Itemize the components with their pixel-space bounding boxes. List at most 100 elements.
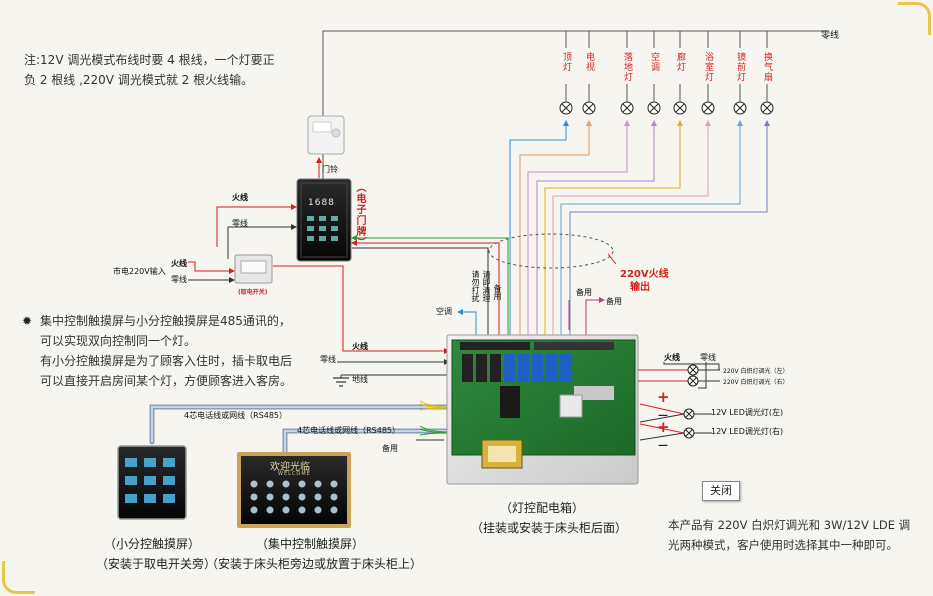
- power-switch-label: (取电开关): [238, 289, 268, 296]
- bulb-output-left: 220V 白炽灯调光（左）: [723, 368, 789, 375]
- load-arrow: [764, 120, 770, 126]
- sync-note-line2: 可以实现双向控制同一个灯。: [40, 334, 197, 348]
- main-panel-key: [330, 506, 338, 514]
- wiring-note-line1: 注:12V 调光模式布线时要 4 根线，一个灯要正: [24, 53, 275, 67]
- main-panel-header: 欢迎光临: [270, 462, 310, 473]
- main-panel-key: [314, 493, 322, 501]
- control-box-place: （挂装或安装于床头柜后面）: [471, 521, 628, 535]
- relay: [546, 354, 557, 382]
- load-wire: [527, 122, 628, 340]
- neutral-switch-label: 零线: [232, 219, 248, 228]
- main-panel-key: [266, 480, 274, 488]
- rs485-label-2: 4芯电话线或网线（RS485）: [297, 426, 400, 435]
- main-panel-key: [298, 493, 306, 501]
- small-panel-key: [125, 476, 137, 485]
- relay: [518, 354, 529, 382]
- main-panel-key: [298, 506, 306, 514]
- mode-note-line1: 本产品有 220V 白炽灯调光和 3W/12V LDE 调: [668, 518, 911, 532]
- relay: [504, 354, 515, 382]
- signal-dnd-label: 请勿打扰: [471, 270, 480, 302]
- neutral-box-label: 零线: [320, 355, 336, 364]
- main-panel-key: [266, 506, 274, 514]
- load-label: 落地灯: [622, 52, 632, 82]
- main-panel-key: [282, 506, 290, 514]
- load-wire: [569, 122, 768, 340]
- lamp-cross: [561, 103, 571, 113]
- main-panel-key: [250, 506, 258, 514]
- live-mains-label: 火线: [171, 259, 187, 268]
- rs485-label-1: 4芯电话线或网线（RS485）: [184, 411, 287, 420]
- frame-corner-bottom-left: [2, 561, 35, 594]
- signal-spare-label: 备用: [493, 284, 502, 300]
- load-arrow: [651, 120, 657, 126]
- small-panel-key: [144, 458, 156, 467]
- minus-sign-1: —: [658, 410, 668, 421]
- dimmer-output-line2: 输出: [630, 282, 650, 293]
- main-panel-key: [250, 493, 258, 501]
- load-wire: [519, 122, 590, 340]
- ground-label: 地线: [352, 375, 368, 384]
- load-label: 空调: [649, 52, 659, 72]
- lamp-cross: [622, 103, 632, 113]
- spare-label-2: 备用: [606, 297, 622, 306]
- neutral-top-label: 零线: [821, 31, 840, 41]
- load-label: 换气扇: [762, 52, 772, 82]
- doorplate-key: [331, 236, 338, 241]
- small-panel-key: [163, 458, 175, 467]
- doorplate-key: [307, 226, 314, 231]
- relay: [560, 354, 571, 382]
- load-wire: [552, 122, 709, 340]
- live-box-label: 火线: [352, 342, 368, 351]
- control-box-name: （灯控配电箱）: [500, 501, 585, 515]
- lamp-cross: [762, 103, 772, 113]
- lamp-cross: [584, 103, 594, 113]
- lamp-cross: [703, 103, 713, 113]
- signal-clean-label: 请即清理: [482, 270, 491, 302]
- load-label: 浴室灯: [703, 52, 713, 82]
- load-wire: [536, 122, 655, 340]
- main-panel-place: （安装于床头柜旁边或放置于床头柜上）: [206, 557, 423, 571]
- lamp-cross: [649, 103, 659, 113]
- load-arrow: [705, 120, 711, 126]
- lightbulb-icon: ✹: [22, 314, 33, 328]
- doorplate-key: [307, 216, 314, 221]
- plus-sign-2: +: [657, 418, 670, 436]
- load-label: 廊灯: [675, 52, 685, 72]
- relay: [532, 354, 543, 382]
- small-panel-key: [125, 494, 137, 503]
- main-panel-key: [282, 480, 290, 488]
- plus-sign-1: +: [657, 388, 670, 406]
- neutral-right-label: 零线: [700, 353, 716, 362]
- sync-note-line3: 有小分控触摸屏是为了顾客入住时，插卡取电后: [40, 354, 293, 368]
- load-label: 顶灯: [561, 52, 571, 72]
- dimmer-output-line1: 220V火线: [620, 269, 669, 280]
- small-panel-place: （安装于取电开关旁）: [96, 557, 217, 571]
- close-button[interactable]: 关闭: [702, 481, 740, 501]
- spare-label-3: 备用: [382, 444, 398, 453]
- main-panel-key: [314, 480, 322, 488]
- small-panel-key: [125, 458, 137, 467]
- load-wire: [509, 122, 567, 340]
- sync-note-line4: 可以直接开启房间某个灯，方便顾客进入客房。: [40, 374, 293, 388]
- lamp-cross: [675, 103, 685, 113]
- small-panel-key: [144, 476, 156, 485]
- load-wire: [544, 122, 681, 340]
- led-output-left: 12V LED调光灯(左): [711, 408, 784, 417]
- main-panel-name: （集中控制触摸屏）: [256, 537, 365, 551]
- main-panel-key: [250, 480, 258, 488]
- main-panel-key: [282, 493, 290, 501]
- load-arrow: [563, 120, 569, 126]
- doorplate-key: [319, 236, 326, 241]
- doorbell-label: 门铃: [322, 165, 338, 174]
- main-panel-key: [330, 480, 338, 488]
- relay: [462, 354, 473, 382]
- wiring-note-line2: 负 2 根线 ,220V 调光模式就 2 根火线输。: [24, 73, 254, 87]
- main-panel-key: [298, 480, 306, 488]
- spare-label-1: 备用: [576, 288, 592, 297]
- relay: [476, 354, 487, 382]
- led-output-right: 12V LED调光灯(右): [711, 427, 784, 436]
- small-panel-name: （小分控触摸屏）: [104, 537, 201, 551]
- lamp-cross: [735, 103, 745, 113]
- doorplate-label: （电子门牌）: [354, 182, 365, 248]
